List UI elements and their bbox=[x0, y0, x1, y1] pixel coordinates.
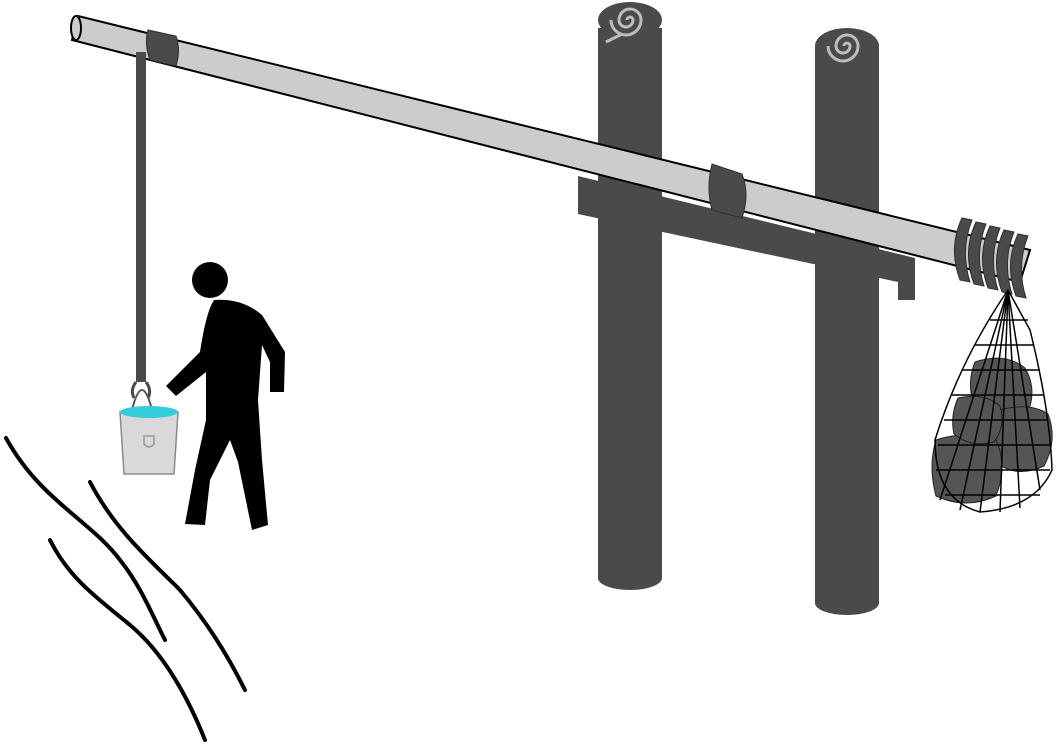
water-bucket bbox=[119, 389, 179, 475]
stone-counterweight-net bbox=[931, 288, 1053, 513]
person-silhouette bbox=[166, 262, 285, 530]
right-post bbox=[815, 28, 879, 615]
rope-bindings bbox=[145, 29, 1029, 299]
crossbar bbox=[578, 176, 915, 300]
ground-lines bbox=[4, 436, 247, 742]
left-post bbox=[598, 2, 662, 590]
